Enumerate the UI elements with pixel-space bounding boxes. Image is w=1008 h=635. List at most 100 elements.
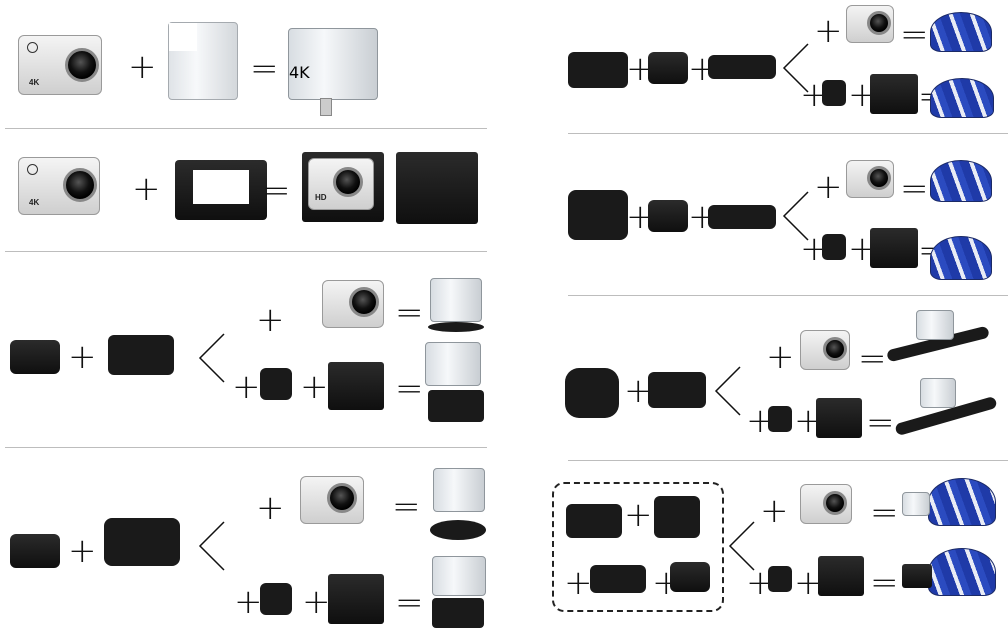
housed-camera-icon bbox=[425, 342, 481, 386]
equals-sign: = bbox=[858, 339, 887, 379]
plus-sign: + bbox=[234, 582, 263, 622]
camera-lens-icon bbox=[289, 29, 323, 63]
camera-lens-icon bbox=[327, 483, 357, 513]
camera-lens-icon bbox=[867, 166, 891, 190]
camera-lens-icon bbox=[823, 337, 847, 361]
plus-sign: + bbox=[814, 11, 843, 51]
housed-camera-icon: 4K bbox=[288, 28, 378, 100]
buckle-mount-icon bbox=[670, 562, 710, 592]
plus-sign: + bbox=[766, 337, 795, 377]
helmet-icon bbox=[930, 12, 992, 52]
plus-sign: + bbox=[624, 495, 653, 535]
plus-sign: + bbox=[302, 582, 331, 622]
buckle-mount-icon bbox=[10, 340, 60, 374]
plus-sign: + bbox=[256, 488, 285, 528]
action-camera-icon bbox=[800, 330, 850, 370]
separator-left-2 bbox=[5, 251, 487, 252]
frame-mount-icon bbox=[396, 152, 478, 224]
action-camera-icon bbox=[322, 280, 384, 328]
handlebar-mount-icon bbox=[565, 368, 619, 418]
branch-bracket-icon bbox=[198, 521, 225, 571]
case-lens-icon bbox=[169, 23, 197, 51]
waterproof-case-icon bbox=[168, 22, 238, 100]
framed-camera-icon bbox=[816, 398, 862, 438]
equals-sign: = bbox=[866, 403, 895, 443]
vented-helmet-straps-icon bbox=[708, 55, 776, 79]
pivot-arm-icon bbox=[108, 335, 174, 375]
action-camera-icon bbox=[846, 160, 894, 198]
action-camera-icon: 4K bbox=[18, 157, 100, 215]
equals-sign: = bbox=[395, 369, 424, 409]
plus-sign: + bbox=[814, 167, 843, 207]
short-extension-arm-icon bbox=[566, 504, 622, 538]
accessory-group-box bbox=[552, 482, 724, 612]
plus-sign: + bbox=[232, 367, 261, 407]
helmet-icon bbox=[928, 548, 996, 596]
pivot-arm-icon bbox=[590, 565, 646, 593]
framed-camera-icon bbox=[328, 362, 384, 410]
mount-base-icon bbox=[432, 598, 484, 628]
buckle-mount-icon bbox=[648, 52, 688, 84]
helmet-icon bbox=[930, 236, 992, 280]
mount-base-icon bbox=[428, 390, 484, 422]
suction-cup-icon bbox=[430, 520, 486, 540]
camera-lens-icon bbox=[349, 287, 379, 317]
plus-sign: + bbox=[300, 367, 329, 407]
action-camera-icon bbox=[300, 476, 364, 524]
buckle-mount-icon bbox=[10, 534, 60, 568]
camera-lens-icon bbox=[333, 167, 363, 197]
buckle-mount-icon bbox=[648, 200, 688, 232]
framed-camera-icon: HD bbox=[302, 152, 384, 222]
pivot-arm-icon bbox=[648, 372, 706, 408]
pivot-arm-icon bbox=[568, 52, 628, 88]
equals-sign: = bbox=[250, 49, 279, 89]
suction-cup-icon bbox=[428, 322, 484, 332]
housed-camera-icon bbox=[432, 556, 486, 596]
camera-label: 4K bbox=[289, 63, 310, 82]
camera-lens-icon bbox=[65, 48, 99, 82]
branch-bracket-icon bbox=[782, 191, 809, 241]
equals-sign: = bbox=[900, 15, 929, 55]
equals-sign: = bbox=[392, 487, 421, 527]
tripod-adapter-icon bbox=[768, 566, 792, 592]
separator-left-1 bbox=[5, 128, 487, 129]
camera-label: 4K bbox=[29, 78, 40, 87]
branch-bracket-icon bbox=[198, 333, 225, 383]
camera-lens-icon bbox=[823, 491, 847, 515]
housed-camera-icon bbox=[902, 492, 930, 516]
j-hook-mount-icon bbox=[104, 518, 180, 566]
helmet-icon bbox=[928, 478, 996, 526]
helmet-icon bbox=[930, 160, 992, 202]
separator-right-2 bbox=[568, 295, 1008, 296]
separator-right-1 bbox=[568, 133, 1008, 134]
action-camera-icon: 4K bbox=[18, 35, 102, 95]
tripod-adapter-icon bbox=[768, 406, 792, 432]
equals-sign: = bbox=[395, 293, 424, 333]
action-camera-icon: HD bbox=[308, 158, 374, 210]
framed-camera-icon bbox=[818, 556, 864, 596]
power-button-icon bbox=[27, 42, 38, 53]
vented-helmet-straps-icon bbox=[708, 205, 776, 229]
camera-lens-icon bbox=[867, 11, 891, 35]
tripod-adapter-icon bbox=[260, 583, 292, 615]
camera-label: 4K bbox=[29, 198, 40, 207]
equals-sign: = bbox=[900, 169, 929, 209]
plus-sign: + bbox=[128, 47, 157, 87]
plus-sign: + bbox=[256, 300, 285, 340]
separator-right-3 bbox=[568, 460, 1008, 461]
equals-sign: = bbox=[262, 171, 291, 211]
separator-left-3 bbox=[5, 447, 487, 448]
housed-camera-icon bbox=[920, 378, 956, 408]
framed-camera-icon bbox=[870, 228, 918, 268]
branch-bracket-icon bbox=[782, 43, 809, 93]
framed-camera-icon bbox=[870, 74, 918, 114]
framed-camera-icon bbox=[328, 574, 384, 624]
tripod-adapter-icon bbox=[822, 234, 846, 260]
action-camera-icon bbox=[800, 484, 852, 524]
equals-sign: = bbox=[870, 563, 899, 603]
camera-lens-icon bbox=[63, 168, 97, 202]
plus-sign: + bbox=[68, 337, 97, 377]
plus-sign: + bbox=[794, 563, 823, 603]
plus-sign: + bbox=[132, 169, 161, 209]
housed-camera-icon bbox=[430, 278, 482, 322]
